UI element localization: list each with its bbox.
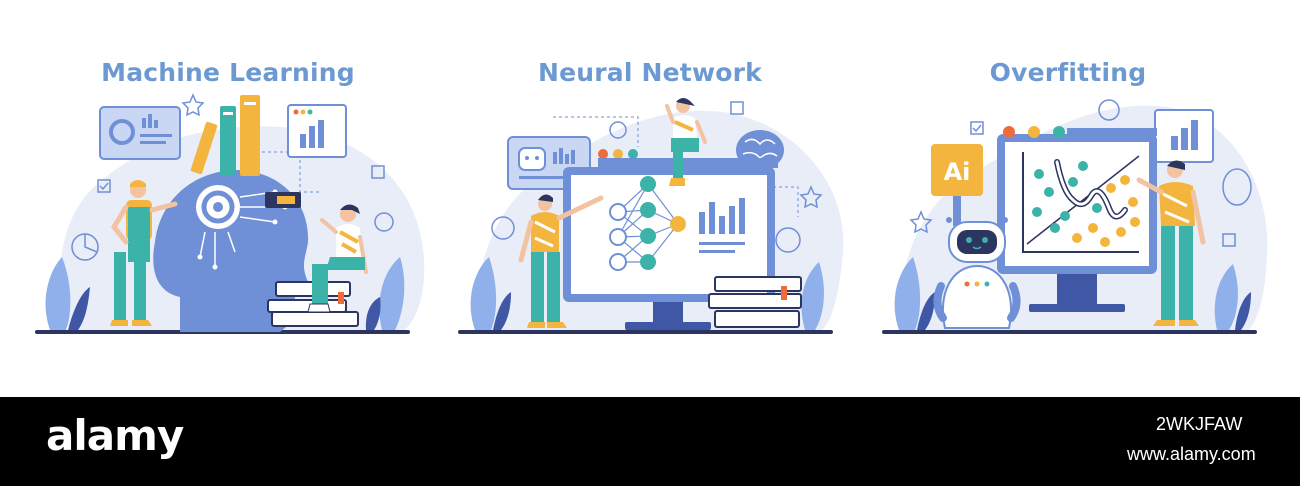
- alamy-logo: alamy: [46, 411, 184, 460]
- neural-net-diagram: [617, 183, 679, 263]
- neural-network-illustration: [453, 92, 853, 342]
- plant-right: [801, 262, 824, 330]
- books-stack: [267, 299, 347, 313]
- gear-outline-icon: [374, 212, 394, 232]
- checkbox-icon: [1222, 233, 1236, 247]
- ai-badge-label: Ai: [944, 158, 971, 186]
- head-silhouette: [153, 170, 309, 332]
- book: [240, 95, 260, 176]
- star-icon: [181, 93, 205, 117]
- overfitting-illustration: Ai: [877, 92, 1277, 342]
- illustration-stage: Machine Learning: [30, 58, 1277, 342]
- plant-left: [470, 257, 497, 330]
- watermark-footer: alamy 2WKJFAW www.alamy.com: [0, 397, 1300, 486]
- books-stack: [714, 276, 802, 292]
- book: [220, 106, 236, 176]
- star-icon: [799, 185, 823, 209]
- book: [190, 121, 218, 175]
- image-id: 2WKJFAW: [1156, 414, 1243, 434]
- checkbox-icon: [371, 165, 385, 179]
- brain-outline-icon: [1222, 168, 1252, 206]
- panel-title-overfitting: Overfitting: [989, 58, 1147, 87]
- plant-right: [379, 257, 405, 330]
- ground-line: [882, 330, 1257, 334]
- site-url: www.alamy.com: [1127, 444, 1256, 464]
- checkbox-icon: [97, 179, 111, 193]
- brain-outline-icon: [491, 216, 515, 240]
- ai-badge: [931, 144, 983, 196]
- checkbox-icon: [970, 121, 984, 135]
- pie-icon: [775, 227, 801, 253]
- checkbox-icon: [730, 101, 744, 115]
- woman-figure: [307, 204, 368, 313]
- machine-learning-illustration: [30, 92, 430, 342]
- man-figure: [518, 194, 604, 328]
- monitor-stand: [653, 302, 683, 322]
- woman-figure: [665, 98, 707, 186]
- panel-title-machine-learning: Machine Learning: [101, 58, 355, 87]
- monitor-stand: [1057, 274, 1097, 304]
- plant-left: [45, 257, 71, 330]
- circuit-lines: [199, 191, 285, 267]
- man-figure: [1136, 160, 1206, 326]
- plant-right: [1214, 264, 1238, 330]
- plant-left: [894, 257, 921, 330]
- robot-figure: [933, 217, 1021, 329]
- gear-outline-icon: [609, 121, 627, 139]
- gear-icon: [109, 119, 135, 145]
- robot-icon: [518, 147, 546, 171]
- overfit-scatter-chart: [1022, 152, 1140, 253]
- man-figure: [110, 180, 178, 326]
- panel-title-neural-network: Neural Network: [537, 58, 762, 87]
- star-icon: [909, 210, 933, 234]
- ground-line: [458, 330, 833, 334]
- gear-outline-icon: [1098, 99, 1120, 121]
